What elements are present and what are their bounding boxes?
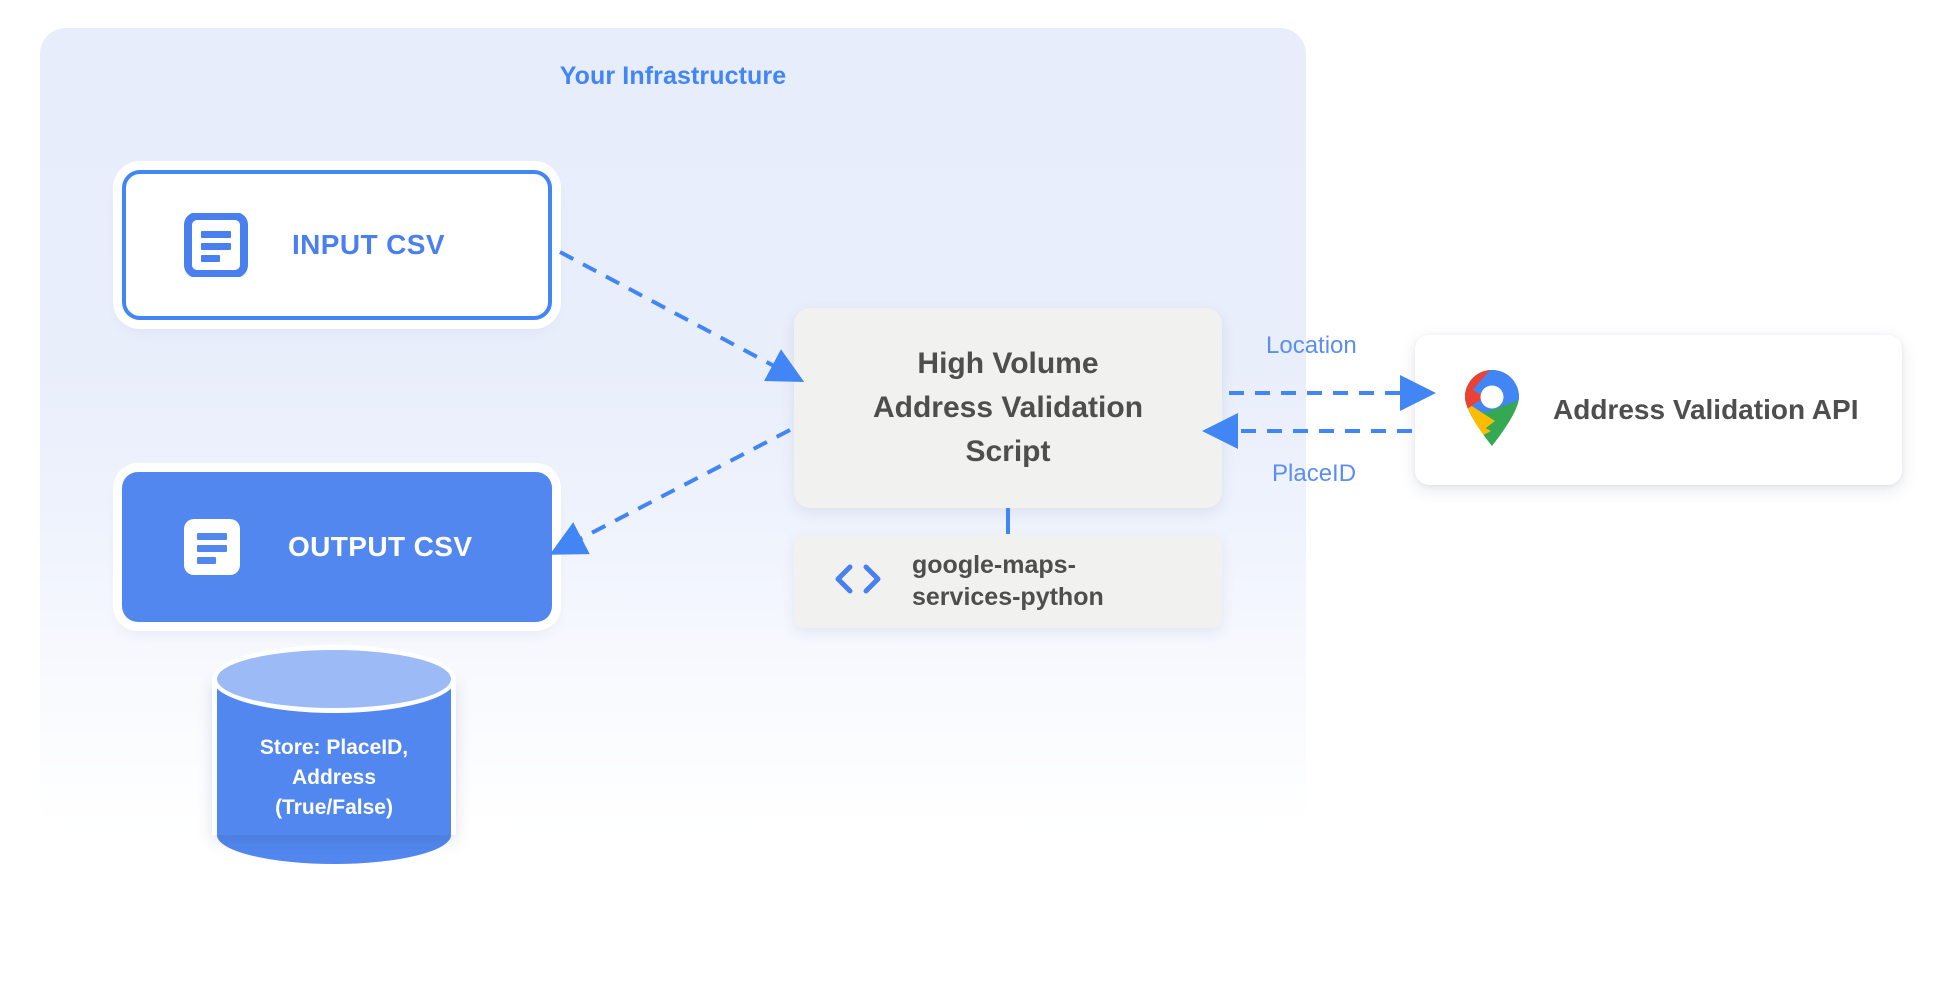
script-library-connector bbox=[1006, 508, 1010, 534]
library-label-line-1: google-maps- bbox=[912, 551, 1076, 579]
document-icon bbox=[180, 515, 244, 579]
node-validation-script-label: High Volume Address Validation Script bbox=[873, 342, 1143, 473]
code-brackets-icon bbox=[830, 559, 886, 604]
script-label-line-1: High Volume bbox=[917, 347, 1099, 381]
edge-label-placeid: PlaceID bbox=[1272, 460, 1357, 487]
node-output-csv[interactable]: OUTPUT CSV bbox=[122, 472, 552, 622]
database-right-edge bbox=[451, 679, 456, 835]
node-client-library[interactable]: google-maps- services-python bbox=[794, 534, 1222, 628]
script-label-line-3: Script bbox=[965, 434, 1051, 468]
node-input-csv-label: INPUT CSV bbox=[292, 229, 445, 260]
library-label-line-2: services-python bbox=[912, 583, 1104, 611]
infrastructure-panel-title: Your Infrastructure bbox=[559, 62, 787, 90]
node-database[interactable]: Store: PlaceID, Address (True/False) bbox=[212, 645, 456, 869]
node-database-label: Store: PlaceID, Address (True/False) bbox=[212, 733, 456, 822]
database-left-edge bbox=[212, 679, 217, 835]
node-address-validation-api-label: Address Validation API bbox=[1553, 394, 1859, 425]
script-label-line-2: Address Validation bbox=[872, 391, 1144, 425]
database-label-line-1: Store: PlaceID, bbox=[259, 736, 409, 759]
database-top-ellipse bbox=[212, 645, 456, 713]
node-validation-script[interactable]: High Volume Address Validation Script bbox=[794, 308, 1222, 508]
document-icon bbox=[184, 213, 248, 277]
database-label-line-3: (True/False) bbox=[275, 795, 393, 819]
google-maps-pin-icon bbox=[1461, 369, 1523, 452]
node-input-csv[interactable]: INPUT CSV bbox=[122, 170, 552, 320]
edge-label-location: Location bbox=[1266, 332, 1357, 359]
node-client-library-label: google-maps- services-python bbox=[912, 549, 1104, 613]
database-label-line-2: Address bbox=[291, 765, 377, 789]
node-output-csv-label: OUTPUT CSV bbox=[288, 531, 473, 562]
node-address-validation-api[interactable]: Address Validation API bbox=[1415, 335, 1902, 485]
